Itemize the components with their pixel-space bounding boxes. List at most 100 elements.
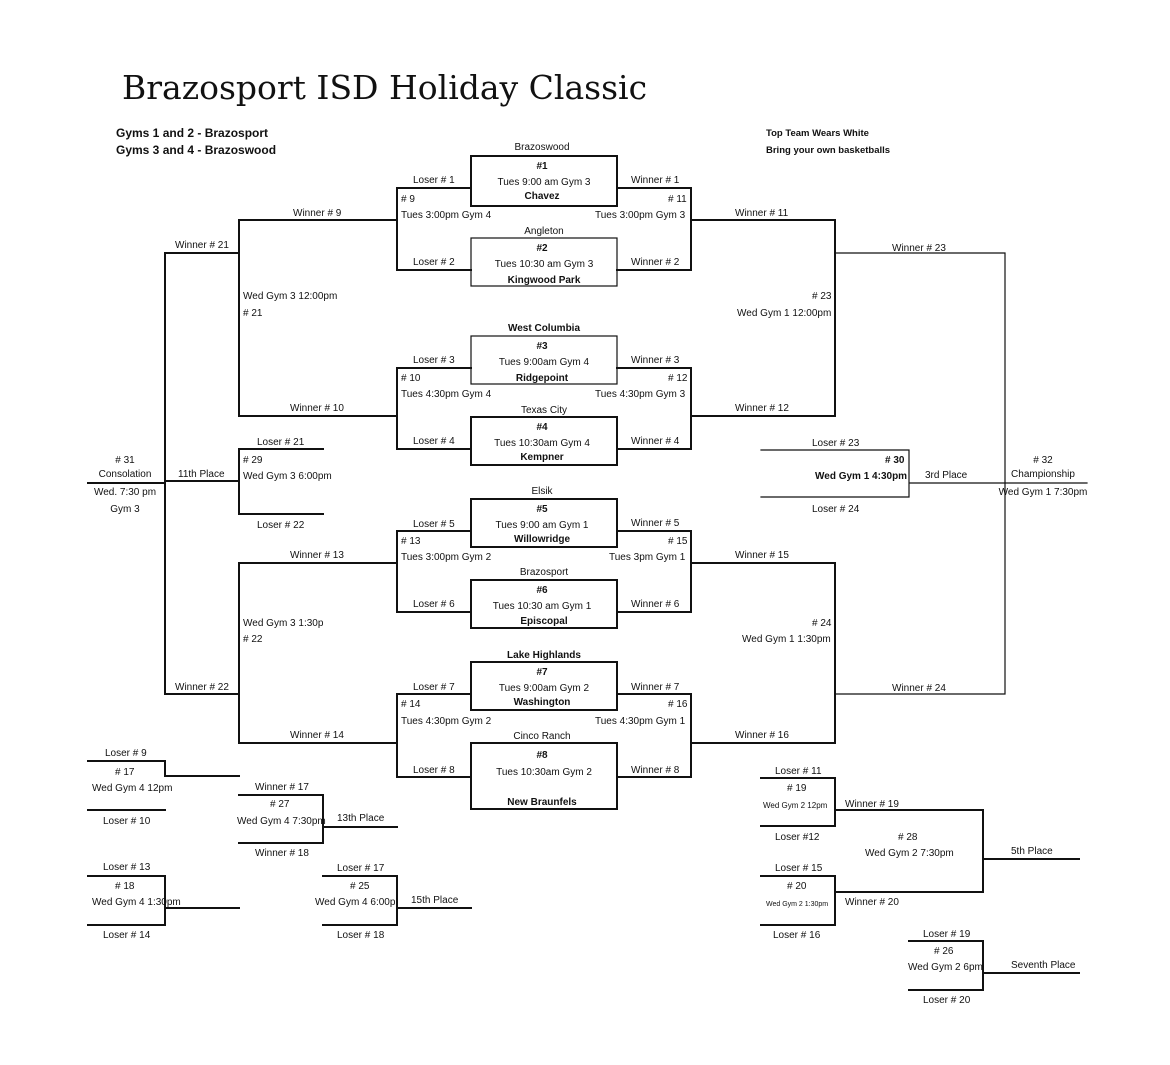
loser19-label: Loser # 19 [923,929,971,940]
winner8-label: Winner # 8 [631,765,680,776]
game8-number: #8 [536,750,548,761]
winner24-label: Winner # 24 [892,683,946,694]
game7-bottom-team: Washington [513,697,571,708]
game2-top-team: Angleton [524,226,564,237]
game4-number: #4 [536,422,548,433]
game19-number: # 19 [787,783,807,794]
loser18-label: Loser # 18 [337,930,385,941]
game6-bottom-team: Episcopal [520,616,568,627]
game12-time: Tues 4:30pm Gym 3 [595,389,686,400]
winner1-label: Winner # 1 [631,175,680,186]
game22-time: Wed Gym 3 1:30p [243,618,324,629]
game11-number: # 11 [668,194,687,205]
game4-top-team: Texas City [520,405,568,416]
game14-number: # 14 [401,699,421,710]
loser23-label: Loser # 23 [812,438,860,449]
connector-game-20 [760,875,984,926]
loser1-label: Loser # 1 [413,175,455,186]
game20-number: # 20 [787,881,807,892]
game5-bottom-team: Willowridge [513,534,571,545]
connector-game-30 [760,449,1006,498]
connector-game-11 [616,187,692,271]
game23-time: Wed Gym 1 12:00pm [737,308,832,319]
game1-number: #1 [536,161,548,172]
loser4-label: Loser # 4 [413,436,455,447]
winner11-label: Winner # 11 [735,208,789,219]
loser16-label: Loser # 16 [773,930,821,941]
game-box-3 [470,335,618,385]
game3-number: #3 [536,341,548,352]
winner14-label: Winner # 14 [290,730,344,741]
loser2-label: Loser # 2 [413,257,455,268]
loser12-label: Loser #12 [775,832,820,843]
loser8-label: Loser # 8 [413,765,455,776]
game10-number: # 10 [401,373,421,384]
loser22-label: Loser # 22 [257,520,305,531]
winner7-label: Winner # 7 [631,682,680,693]
loser7-label: Loser # 7 [413,682,455,693]
game6-time: Tues 10:30 am Gym 1 [492,601,592,612]
game30-number: # 30 [885,455,905,466]
game17-time: Wed Gym 4 12pm [92,783,173,794]
connector-game-12 [616,367,692,450]
game1-top-team: Brazoswood [514,142,570,153]
loser3-label: Loser # 3 [413,355,455,366]
winner9-label: Winner # 9 [293,208,342,219]
winner19-label: Winner # 19 [845,799,899,810]
game31-time: Wed. 7:30 pm [93,487,157,498]
game7-top-team: Lake Highlands [507,650,581,661]
game32-name: Championship [1011,469,1075,480]
game4-bottom-team: Kempner [520,452,564,463]
winner21-label: Winner # 21 [175,240,229,251]
loser9-label: Loser # 9 [105,748,147,759]
game12-number: # 12 [668,373,688,384]
game31-gym: Gym 3 [110,504,140,515]
game31-number: # 31 [115,455,135,466]
connector-game-27 [238,794,398,844]
game15-number: # 15 [668,536,688,547]
game15-time: Tues 3pm Gym 1 [609,552,686,563]
game26-number: # 26 [934,946,954,957]
game7-number: #7 [536,667,548,678]
game9-time: Tues 3:00pm Gym 4 [401,210,492,221]
loser21-label: Loser # 21 [257,437,305,448]
game6-number: #6 [536,585,548,596]
game-box-4 [470,416,618,466]
game5-number: #5 [536,504,548,515]
winner18-label: Winner # 18 [255,848,309,859]
game16-number: # 16 [668,699,688,710]
loser15-label: Loser # 15 [775,863,823,874]
game3-bottom-team: Ridgepoint [515,373,569,384]
game14-time: Tues 4:30pm Gym 2 [401,716,492,727]
game-box-5 [470,498,618,548]
connector-game-16 [616,693,692,778]
game32-number: # 32 [1033,455,1053,466]
game8-top-team: Cinco Ranch [513,731,571,742]
game28-time: Wed Gym 2 7:30pm [865,848,954,859]
winner23-label: Winner # 23 [892,243,946,254]
loser10-label: Loser # 10 [103,816,151,827]
game-box-7 [470,661,618,711]
game16-time: Tues 4:30pm Gym 1 [595,716,686,727]
game28-number: # 28 [898,832,918,843]
winner10-label: Winner # 10 [290,403,344,414]
loser11-label: Loser # 11 [775,766,822,777]
connector-game-25 [322,875,472,926]
game9-number: # 9 [401,194,415,205]
third-place-label: 3rd Place [925,470,968,481]
thirteenth-place-label: 13th Place [337,813,385,824]
connector-game-21 [238,219,398,417]
connector-game-22 [238,562,398,744]
game32-time: Wed Gym 1 7:30pm [998,487,1088,498]
winner17-label: Winner # 17 [255,782,309,793]
winner20-label: Winner # 20 [845,897,899,908]
fifth-place-label: 5th Place [1011,846,1053,857]
game17-number: # 17 [115,767,135,778]
game25-number: # 25 [350,881,370,892]
gyms-brazosport-label: Gyms 1 and 2 - Brazosport [116,126,269,140]
connector-game-9 [396,187,472,271]
basketball-note: Bring your own basketballs [766,145,891,156]
game24-number: # 24 [812,618,832,629]
